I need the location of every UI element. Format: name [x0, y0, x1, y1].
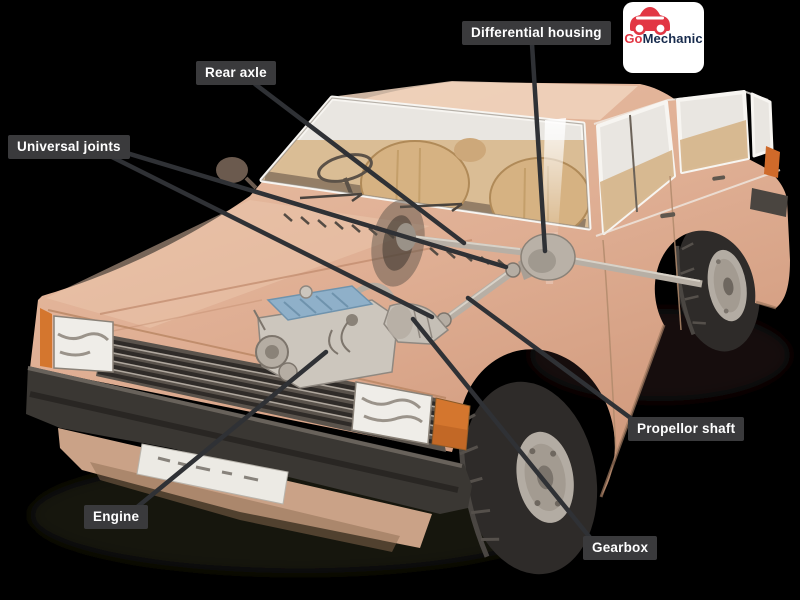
engine — [253, 283, 399, 389]
connector-universal-joint-rear — [107, 145, 509, 270]
label-differential-housing: Differential housing — [462, 21, 611, 45]
side-windows — [595, 90, 781, 237]
steering-wheel — [317, 153, 373, 183]
side-mirror — [216, 157, 258, 190]
connector-gearbox — [410, 316, 595, 543]
label-propellor-shaft: Propellor shaft — [628, 417, 745, 441]
connector-engine — [133, 349, 329, 511]
connector-propellor-shaft — [465, 295, 639, 425]
gomechanic-logo: GoMechanic — [623, 2, 704, 73]
indicator-left — [40, 308, 52, 368]
tail-light — [764, 146, 780, 178]
connector-universal-joint-front — [107, 153, 435, 320]
gomechanic-car-icon — [630, 7, 670, 35]
label-rear-axle: Rear axle — [196, 61, 276, 85]
label-engine: Engine — [84, 505, 149, 529]
headlight-right — [351, 381, 433, 445]
label-gearbox: Gearbox — [583, 536, 658, 560]
license-plate — [136, 443, 289, 505]
indicator-right — [431, 397, 471, 451]
propeller-shaft — [445, 267, 516, 322]
differential — [518, 233, 576, 281]
rear-bumper — [750, 188, 788, 217]
drivetrain — [253, 199, 703, 389]
universal-joint-rear — [505, 262, 521, 278]
label-universal-joints: Universal joints — [8, 135, 130, 159]
connector-lines — [107, 41, 639, 543]
rear-axle-tubes — [396, 223, 703, 288]
door-handle — [660, 212, 676, 219]
door-handle — [712, 175, 726, 181]
connector-rear-axle — [252, 81, 467, 246]
hood — [46, 200, 430, 328]
rear-wheel — [675, 218, 760, 352]
front-wheel — [458, 381, 598, 575]
headlight-left — [53, 315, 114, 373]
connector-differential-housing — [529, 41, 548, 254]
